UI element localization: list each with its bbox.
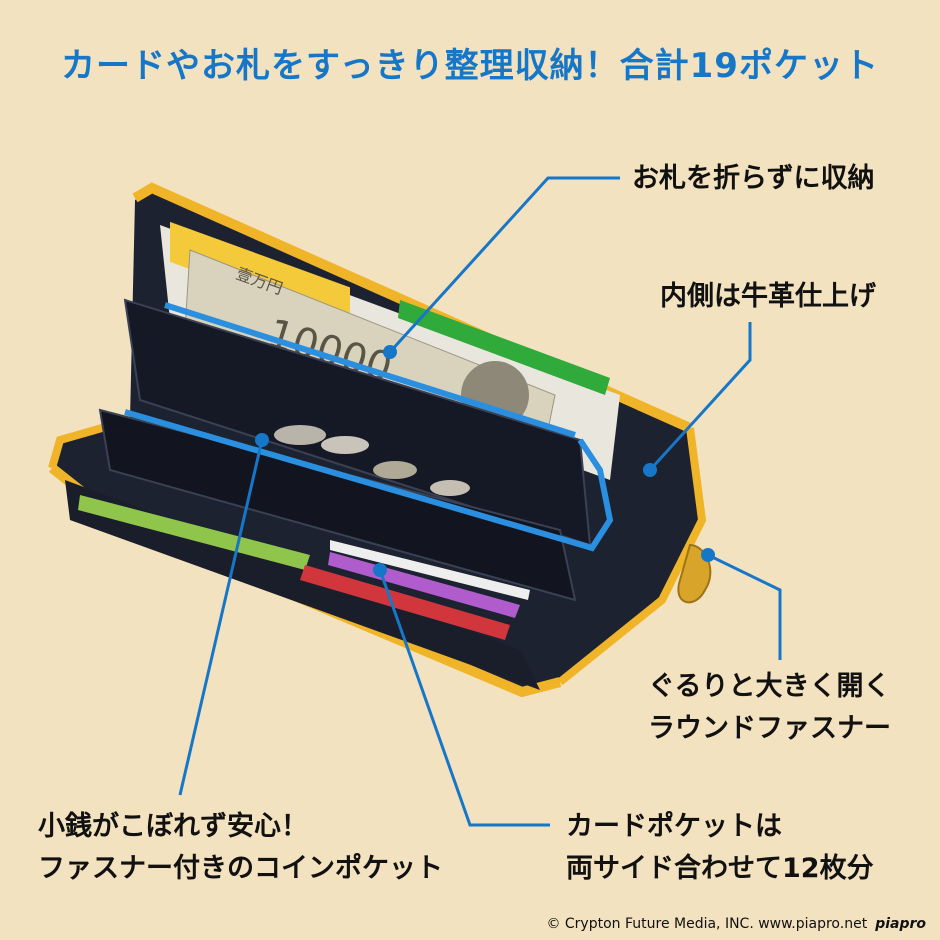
callout-dot-zipper — [701, 548, 715, 562]
callout-zipper-line2: ラウンドファスナー — [648, 713, 891, 744]
headline: カードやお札をすっきり整理収納！合計19ポケット — [61, 46, 879, 86]
callout-dot-coin — [255, 433, 269, 447]
card-red — [300, 565, 510, 640]
callout-zipper: ぐるりと大きく開く ラウンドファスナー — [648, 666, 891, 750]
callout-line-bills — [388, 176, 620, 354]
callout-dot-bills — [383, 345, 397, 359]
callout-leather: 内側は牛革仕上げ — [660, 276, 876, 318]
inner-zipper — [124, 409, 614, 552]
callout-dot-leather — [643, 463, 657, 477]
coin — [430, 480, 470, 496]
callout-line-zipper — [707, 553, 782, 660]
coin — [321, 436, 369, 454]
callout-cards-line2: 両サイド合わせて12枚分 — [566, 853, 874, 884]
callout-coin-line1: 小銭がこぼれず安心！ — [38, 811, 308, 842]
callout-line-cards — [378, 569, 550, 827]
callout-dot-cards — [373, 563, 387, 577]
callout-cards: カードポケットは 両サイド合わせて12枚分 — [566, 806, 874, 890]
coin — [373, 461, 417, 479]
card-green-front — [78, 495, 310, 570]
callout-line-coin — [178, 439, 264, 796]
callout-line-leather — [648, 322, 752, 472]
coin — [274, 425, 326, 445]
coin-pocket — [98, 408, 577, 602]
copyright-text: © Crypton Future Media, INC. www.piapro.… — [546, 916, 868, 932]
callout-cards-line1: カードポケットは — [566, 811, 782, 842]
callout-leather-text: 内側は牛革仕上げ — [660, 281, 876, 312]
copyright-credit: © Crypton Future Media, INC. www.piapro.… — [546, 916, 926, 932]
piapro-logo: piapro — [875, 916, 926, 932]
zipper-pull-tab — [640, 520, 676, 538]
callout-zipper-line1: ぐるりと大きく開く — [648, 671, 891, 702]
callout-coin: 小銭がこぼれず安心！ ファスナー付きのコインポケット — [38, 806, 443, 890]
callout-coin-line2: ファスナー付きのコインポケット — [38, 853, 443, 884]
callout-bills: お札を折らずに収納 — [632, 158, 874, 200]
card-white — [330, 540, 530, 600]
callout-bills-text: お札を折らずに収納 — [632, 163, 875, 194]
card-green — [398, 300, 610, 395]
